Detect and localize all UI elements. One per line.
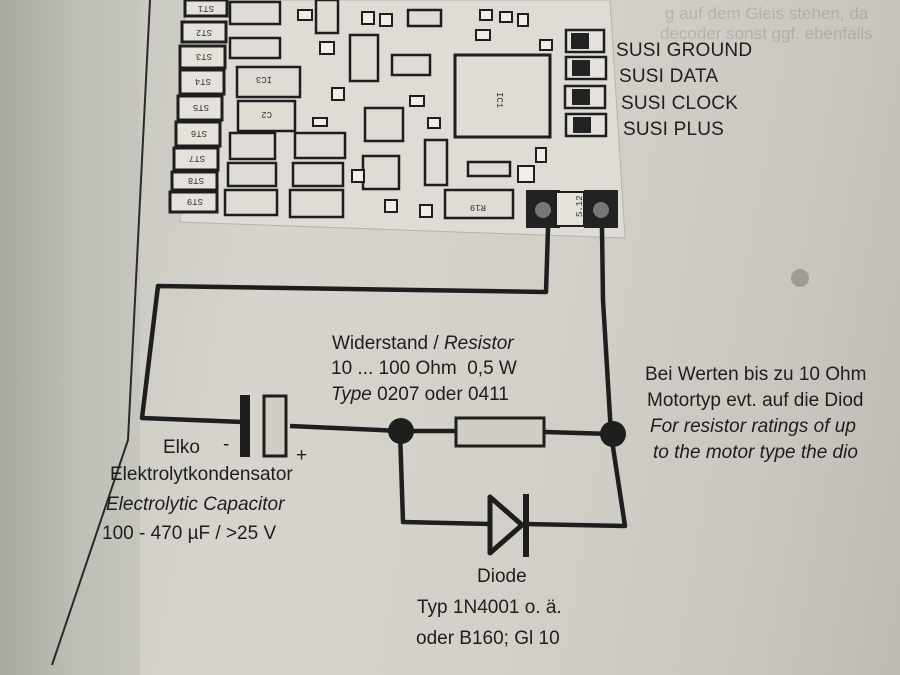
output-pads: S.12 [526, 190, 618, 228]
pcb-components [223, 0, 552, 220]
svg-text:ST8: ST8 [188, 175, 204, 185]
svg-text:ST7: ST7 [189, 153, 205, 163]
note-line-1: Bei Werten bis zu 10 Ohm [645, 364, 867, 385]
resistor-symbol [454, 416, 546, 448]
diode-type-line1: Typ 1N4001 o. ä. [417, 597, 562, 618]
svg-text:ST3: ST3 [196, 51, 212, 61]
svg-text:ST1: ST1 [198, 3, 214, 13]
resistor-title-de: Widerstand / [332, 333, 439, 354]
resistor-title-en: Resistor [443, 333, 514, 354]
susi-clock-label: SUSI CLOCK [621, 93, 739, 114]
capacitor-negative-plate [240, 395, 250, 457]
ghost-text-1: g auf dem Gleis stehen, da [665, 4, 869, 23]
page-border [51, 0, 151, 666]
wire-left-to-capacitor [139, 227, 551, 425]
paper-fold-shadow [0, 0, 140, 675]
capacitor-positive-plate [262, 394, 288, 458]
capacitor-minus-label: - [223, 434, 230, 455]
svg-text:ST4: ST4 [195, 76, 211, 86]
susi-pads [563, 28, 608, 138]
note-line-3: For resistor ratings of up [650, 416, 856, 437]
capacitor-value: 100 - 470 µF / >25 V [102, 523, 277, 544]
susi-plus-label: SUSI PLUS [623, 119, 725, 140]
capacitor-name-en: Electrolytic Capacitor [106, 494, 285, 515]
pcb-board: ST1 ST2 ST3 ST4 ST5 ST6 ST7 ST8 ST9 [168, 0, 626, 239]
pcb-small-parts [297, 9, 553, 218]
junction-node-left [388, 418, 414, 444]
susi-data-label: SUSI DATA [619, 66, 719, 87]
capacitor-short-label: Elko [163, 437, 200, 458]
svg-text:IC3: IC3 [256, 74, 272, 84]
diode-type-line2: oder B160; Gl 10 [416, 628, 560, 649]
resistor-value: 10 ... 100 Ohm 0,5 W [331, 358, 517, 379]
st-pads [168, 0, 229, 214]
note-line-2: Motortyp evt. auf die Diod [647, 390, 864, 411]
wire-right [524, 227, 628, 529]
diode-name: Diode [477, 566, 527, 587]
wire-diode-left [397, 430, 491, 527]
junction-node-right [600, 421, 626, 447]
resistor-type-value: 0207 oder 0411 [377, 384, 509, 405]
resistor-title: Widerstand / Resistor [332, 333, 514, 355]
resistor-type: Type 0207 oder 0411 [331, 384, 509, 406]
capacitor-plus-label: + [296, 445, 308, 466]
note-line-4: to the motor type the dio [653, 442, 858, 463]
svg-text:ST2: ST2 [196, 27, 212, 37]
wire-cap-to-node [289, 423, 458, 434]
svg-text:C2: C2 [261, 109, 272, 119]
susi-ground-label: SUSI GROUND [616, 40, 753, 61]
st-pad-labels: ST1 ST2 ST3 ST4 ST5 ST6 ST7 ST8 ST9 [187, 3, 214, 206]
ghost-text-2: decoder sonst ggf. ebenfalls [660, 24, 873, 43]
diode-symbol [487, 494, 529, 557]
svg-text:ST5: ST5 [193, 102, 209, 112]
output-pad-label: S.12 [575, 195, 585, 217]
resistor-type-label: Type [331, 384, 372, 405]
svg-text:R19: R19 [470, 202, 486, 212]
stain [791, 269, 809, 287]
capacitor-symbol [240, 394, 288, 458]
ic-main-label: IC1 [494, 92, 504, 108]
svg-text:ST9: ST9 [187, 196, 203, 206]
capacitor-name-de: Elektrolytkondensator [110, 464, 293, 485]
svg-text:ST6: ST6 [191, 128, 207, 138]
